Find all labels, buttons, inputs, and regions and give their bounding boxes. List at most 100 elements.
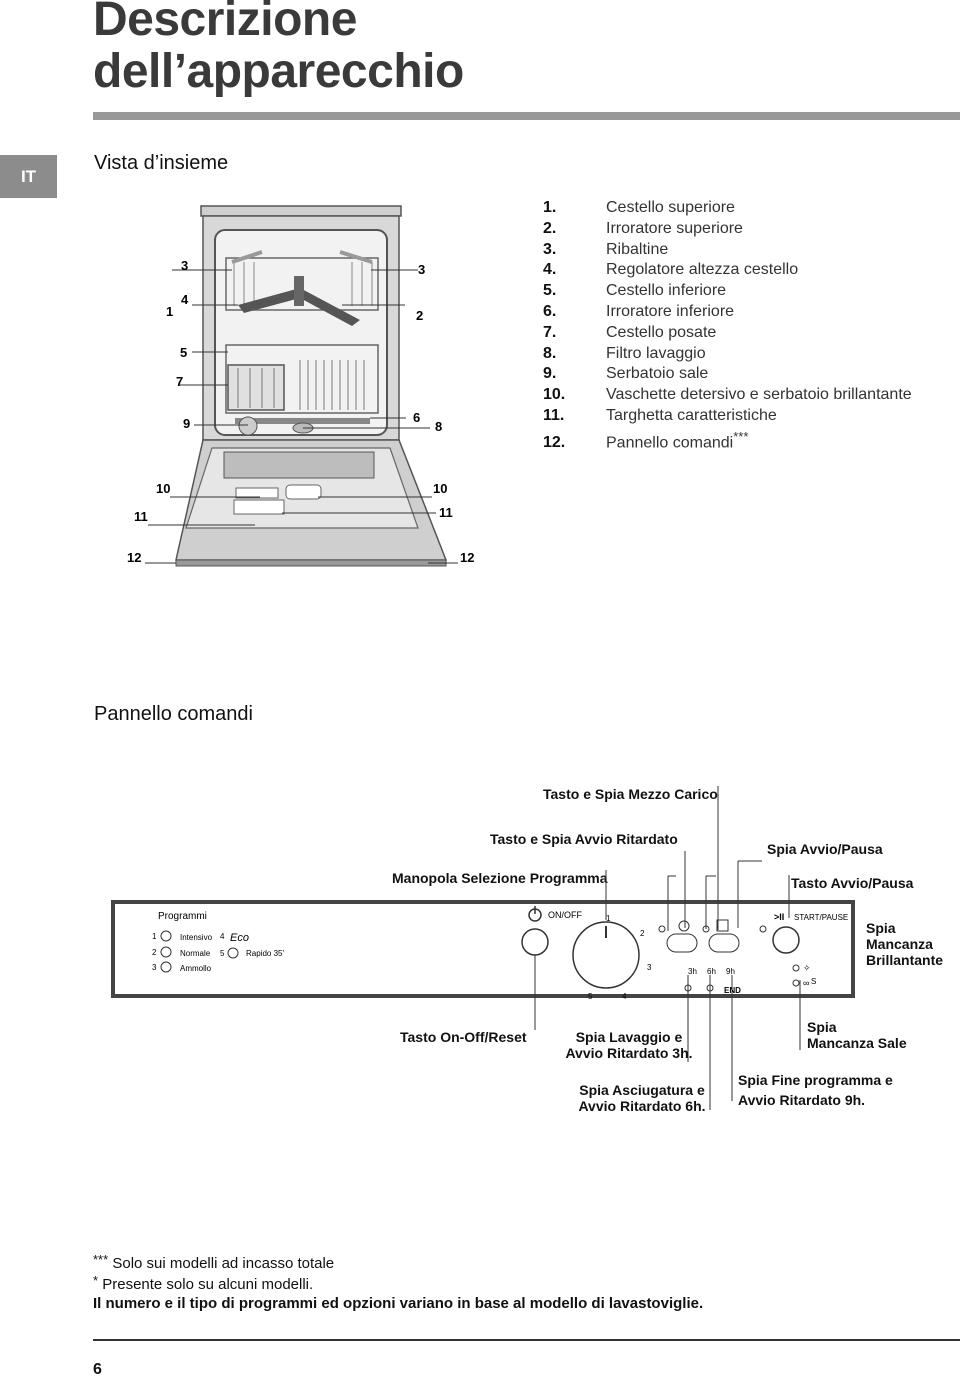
label-start-pause-light: Spia Avvio/Pausa [767,841,883,857]
start-pause-button[interactable] [772,926,800,954]
legend-text: Cestello posate [606,323,717,341]
legend-text: Serbatoio sale [606,365,709,383]
salt-icon: ∞ [803,978,809,988]
svg-text:2: 2 [152,948,157,957]
legend-item: 9. Serbatoio sale [543,364,708,384]
callout-10b: 10 [433,481,447,496]
callout-6: 6 [413,410,420,425]
section-title-overview: Vista d’insieme [94,152,229,174]
callout-3a: 3 [181,258,188,273]
legend-text: Pannello comandi [606,434,734,452]
section-title-control-panel: Pannello comandi [94,703,253,725]
callout-12b: 12 [460,550,474,565]
rinse-aid-icon: ✧ [803,963,811,973]
svg-text:4: 4 [622,992,627,1001]
legend-item: 8. Filtro lavaggio [543,344,706,364]
legend-number: 3. [543,240,557,258]
callout-2: 2 [416,308,423,323]
callout-10a: 10 [156,481,170,496]
footnote-1: *** Solo sui modelli ad incasso totale [93,1252,335,1272]
callout-7: 7 [176,374,183,389]
legend-footnote-mark: *** [733,428,749,444]
callout-11b: 11 [439,505,453,520]
legend-item: 7. Cestello posate [543,323,716,343]
label-rinse-aid: Spia Mancanza Brillantante [866,920,944,968]
svg-text:9h: 9h [726,967,735,976]
svg-text:3: 3 [152,963,157,972]
callout-11a: 11 [134,509,148,524]
label-half-load: Tasto e Spia Mezzo Carico [543,786,718,802]
half-load-button[interactable] [708,933,740,953]
legend-text: Filtro lavaggio [606,344,706,362]
language-tab: IT [0,155,57,198]
svg-text:3h: 3h [688,967,697,976]
legend-number: 11. [543,407,565,424]
legend-number: 5. [543,282,557,300]
control-panel-diagram: Programmi 1 Intensivo 2 Normale 3 Ammoll… [111,786,855,1110]
program-normal: Normale [180,949,211,958]
label-start-pause-button: Tasto Avvio/Pausa [791,875,914,891]
svg-text:5: 5 [588,992,593,1001]
footer-rule [93,1339,960,1341]
legend-text: Irroratore superiore [606,219,743,237]
legend-item: 6. Irroratore inferiore [543,302,734,322]
page-title: Descrizione dell’apparecchio [93,0,464,98]
legend-text: Cestello superiore [606,199,735,216]
program-intensive: Intensivo [180,933,213,942]
svg-text:1: 1 [152,932,157,941]
legend-text: Vaschette detersivo e serbatoio brillant… [606,386,912,404]
page-number: 6 [93,1361,102,1378]
dishwasher-diagram: 3 1 4 5 7 9 3 2 6 8 10 10 11 11 12 12 [127,205,474,567]
legend-number: 1. [543,199,557,216]
svg-text:S: S [811,977,816,986]
legend-text: Regolatore altezza cestello [606,261,799,279]
legend-number: 12. [543,434,566,452]
svg-text:5: 5 [220,949,225,958]
footnote-3: Il numero e il tipo di programmi ed opzi… [93,1295,704,1312]
legend-text: Cestello inferiore [606,282,727,300]
label-program-knob: Manopola Selezione Programma [392,870,608,886]
callout-3b: 3 [418,262,425,277]
label-delay-start: Tasto e Spia Avvio Ritardato [490,831,678,847]
callout-1: 1 [166,304,173,319]
legend-item: 1. Cestello superiore [543,198,735,218]
program-soak: Ammollo [180,964,212,973]
delay-start-button[interactable] [666,933,698,953]
legend-text: Targhetta caratteristiche [606,407,777,424]
callout-5: 5 [180,345,187,360]
timer-icon [678,920,690,932]
program-eco: Eco [230,932,249,944]
legend-item: 3. Ribaltine [543,240,668,260]
legend-number: 8. [543,344,557,362]
program-knob[interactable] [572,921,640,989]
legend-number: 9. [543,365,557,383]
programs-heading: Programmi [158,911,207,922]
svg-text:>II: >II [774,912,784,922]
legend-number: 10. [543,386,566,404]
legend-text: Ribaltine [606,240,669,258]
svg-text:1: 1 [606,914,611,923]
callout-12a: 12 [127,550,141,565]
legend-item: 5. Cestello inferiore [543,281,726,301]
legend-item: 10. Vaschette detersivo e serbatoio brill… [543,385,912,405]
legend-text: Irroratore inferiore [606,303,735,320]
legend-number: 7. [543,323,557,341]
legend-number: 2. [543,219,557,237]
on-off-button[interactable] [521,928,549,956]
legend-item: 2. Irroratore superiore [543,219,743,239]
legend-number: 4. [543,261,557,279]
title-line-1: Descrizione [93,0,357,46]
svg-text:4: 4 [220,932,225,941]
program-rapid: Rapido 35' [246,949,284,958]
legend-item: 12. Pannello comandi*** [543,427,748,453]
legend-number: 6. [543,303,557,320]
svg-text:2: 2 [640,929,645,938]
legend-item: 4. Regolatore altezza cestello [543,260,798,280]
legend-item: 11. Targhetta caratteristiche [543,406,777,426]
callout-9: 9 [183,416,190,431]
svg-text:6h: 6h [707,967,716,976]
svg-text:3: 3 [647,963,652,972]
